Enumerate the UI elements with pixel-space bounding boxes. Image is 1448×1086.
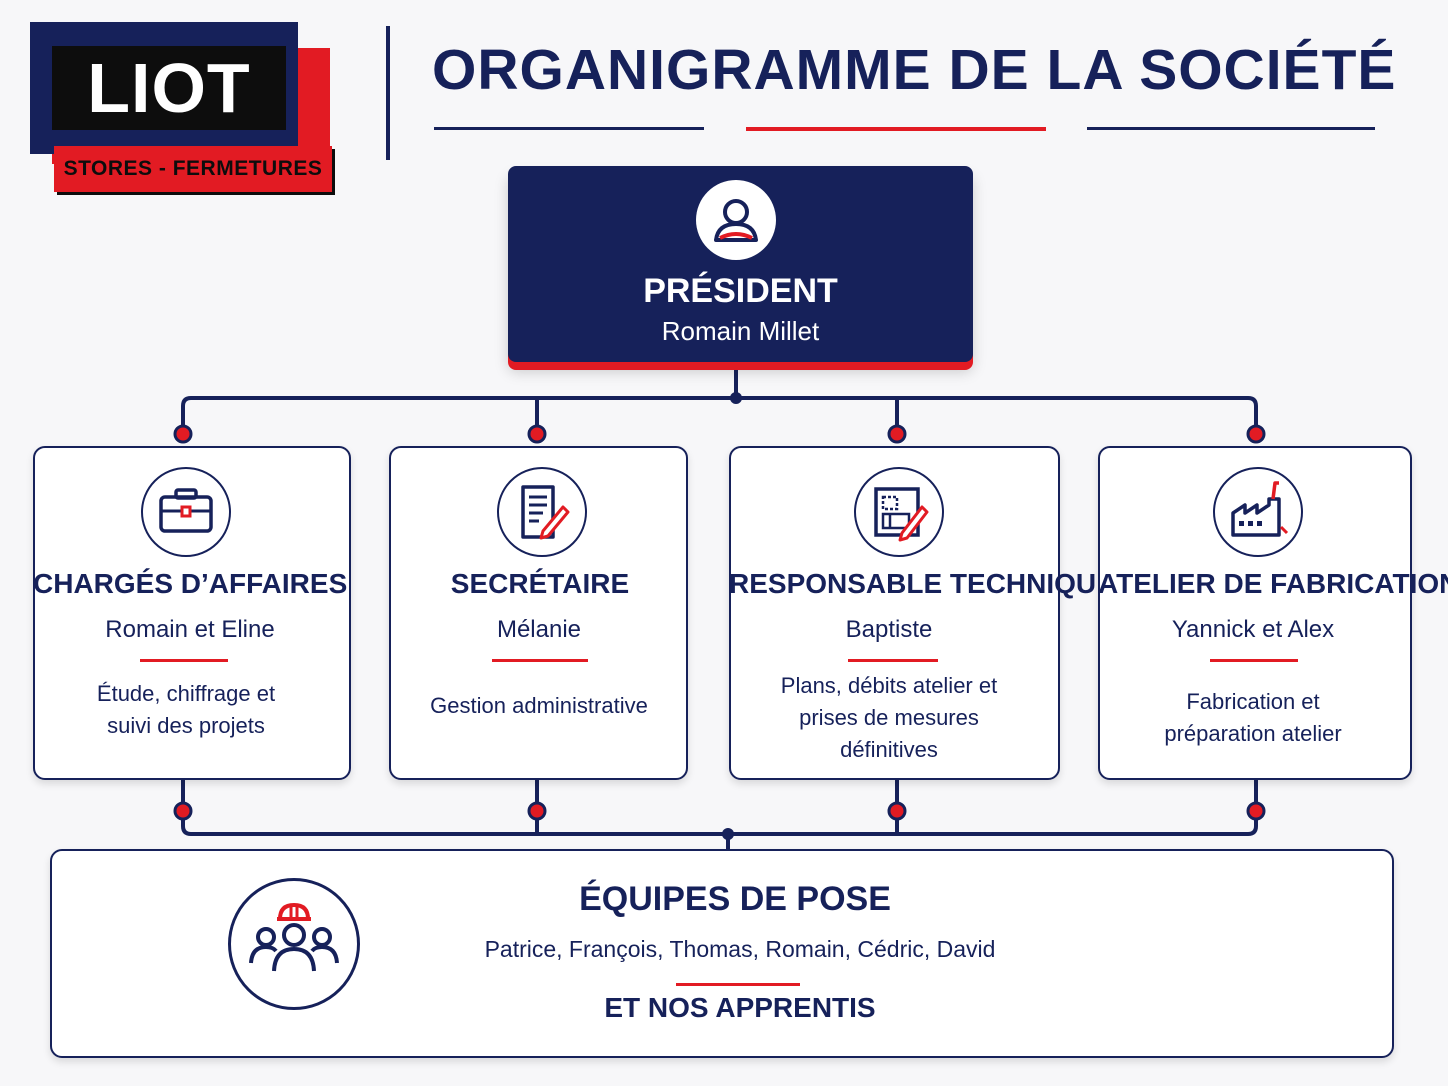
charges-affaires-names: Romain et Eline <box>105 616 275 643</box>
atelier-fabrication-names: Yannick et Alex <box>1171 616 1335 643</box>
president-role: PRÉSIDENT <box>643 272 838 310</box>
briefcase-icon <box>141 467 231 557</box>
company-logo: LIOT STORES - FERMETURES <box>30 22 332 194</box>
divider <box>848 659 938 662</box>
charges-affaires-title: CHARGÉS D’AFFAIRES <box>33 568 348 599</box>
responsable-technique-name: Baptiste <box>845 616 933 643</box>
teams-members: Patrice, François, Thomas, Romain, Cédri… <box>484 936 996 962</box>
title-underline-left <box>434 127 704 130</box>
teams-apprentices: ET NOS APPRENTIS <box>604 992 876 1023</box>
divider <box>676 983 800 986</box>
logo-subtitle: STORES - FERMETURES <box>63 157 323 180</box>
teams-title: ÉQUIPES DE POSE <box>579 880 891 918</box>
logo-name: LIOT <box>87 49 251 127</box>
responsable-technique-title: RESPONSABLE TECHNIQUE <box>729 568 1115 599</box>
divider <box>140 659 228 662</box>
secretaire-title: SECRÉTAIRE <box>450 568 630 599</box>
secretaire-name: Mélanie <box>496 616 582 643</box>
atelier-fabrication-title: ATELIER DE FABRICATION <box>1098 568 1448 599</box>
title-underline-right <box>1087 127 1375 130</box>
team-hardhat-icon <box>228 878 360 1010</box>
blueprint-pen-icon <box>854 467 944 557</box>
factory-icon <box>1213 467 1303 557</box>
secretaire-description: Gestion administrative <box>430 693 648 718</box>
president-name: Romain Millet <box>661 316 820 346</box>
divider <box>492 659 588 662</box>
document-pen-icon <box>497 467 587 557</box>
page-title: ORGANIGRAMME DE LA SOCIÉTÉ <box>432 38 1397 102</box>
title-underline-center <box>746 127 1046 131</box>
header-divider <box>386 26 390 160</box>
user-icon <box>696 180 776 260</box>
divider <box>1210 659 1298 662</box>
